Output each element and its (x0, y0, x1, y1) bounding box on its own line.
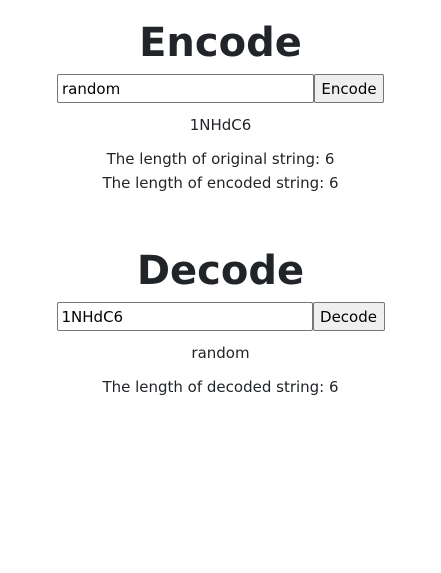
encoded-length-text: The length of encoded string: 6 (102, 174, 339, 192)
encode-input[interactable] (57, 74, 314, 103)
decode-section: Decode Decode random The length of decod… (0, 247, 441, 399)
encode-title: Encode (139, 20, 302, 66)
decode-stats: The length of decoded string: 6 (0, 375, 441, 399)
decode-title: Decode (136, 248, 305, 294)
decode-form: Decode (0, 302, 441, 331)
encode-section: Encode Encode 1NHdC6 The length of origi… (0, 19, 441, 195)
encode-button[interactable]: Encode (314, 74, 384, 103)
encode-form: Encode (0, 74, 441, 103)
decoded-length-text: The length of decoded string: 6 (102, 378, 339, 396)
encode-result: 1NHdC6 (189, 116, 252, 134)
encode-stats: The length of original string: 6 The len… (0, 147, 441, 195)
decode-input[interactable] (56, 302, 313, 331)
original-length-text: The length of original string: 6 (106, 150, 335, 168)
decode-result: random (191, 344, 250, 362)
decode-button[interactable]: Decode (312, 302, 385, 331)
